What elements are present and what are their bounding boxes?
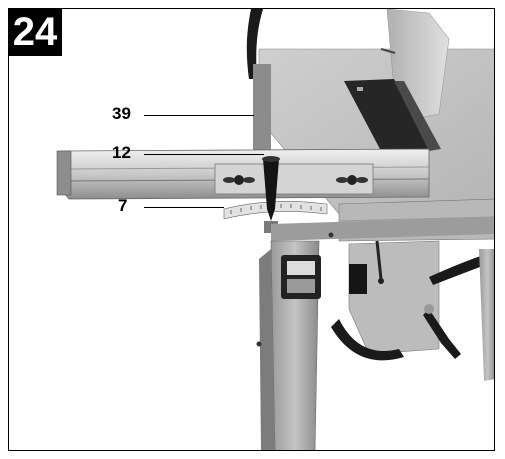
callout-label-39: 39: [112, 104, 131, 123]
rail-end-cap: [56, 150, 72, 196]
callout-label-7: 7: [118, 196, 128, 215]
throat-plate: [344, 79, 434, 151]
table-side-edge: [253, 64, 271, 174]
locking-handle: [263, 159, 279, 221]
callout-line-7: [144, 207, 224, 208]
dust-hose-lower: [331, 319, 404, 361]
figure-number-badge: 24: [8, 8, 62, 56]
callout-label-12: 12: [112, 143, 131, 162]
right-leg: [479, 249, 494, 381]
angle-scale: [223, 201, 328, 220]
wing-nut-right: [336, 175, 368, 185]
callout-line-12: [144, 154, 264, 155]
crank-handle: [423, 309, 461, 359]
dust-hose: [246, 9, 263, 79]
front-rail: [271, 217, 494, 241]
motor-housing: [348, 240, 440, 355]
callout-line-39: [144, 115, 254, 116]
switch-box: [281, 255, 321, 299]
rear-bar: [394, 81, 441, 151]
table-saw-photo: [56, 9, 494, 450]
figure-frame: [8, 8, 495, 451]
wing-nut-left: [223, 175, 255, 185]
